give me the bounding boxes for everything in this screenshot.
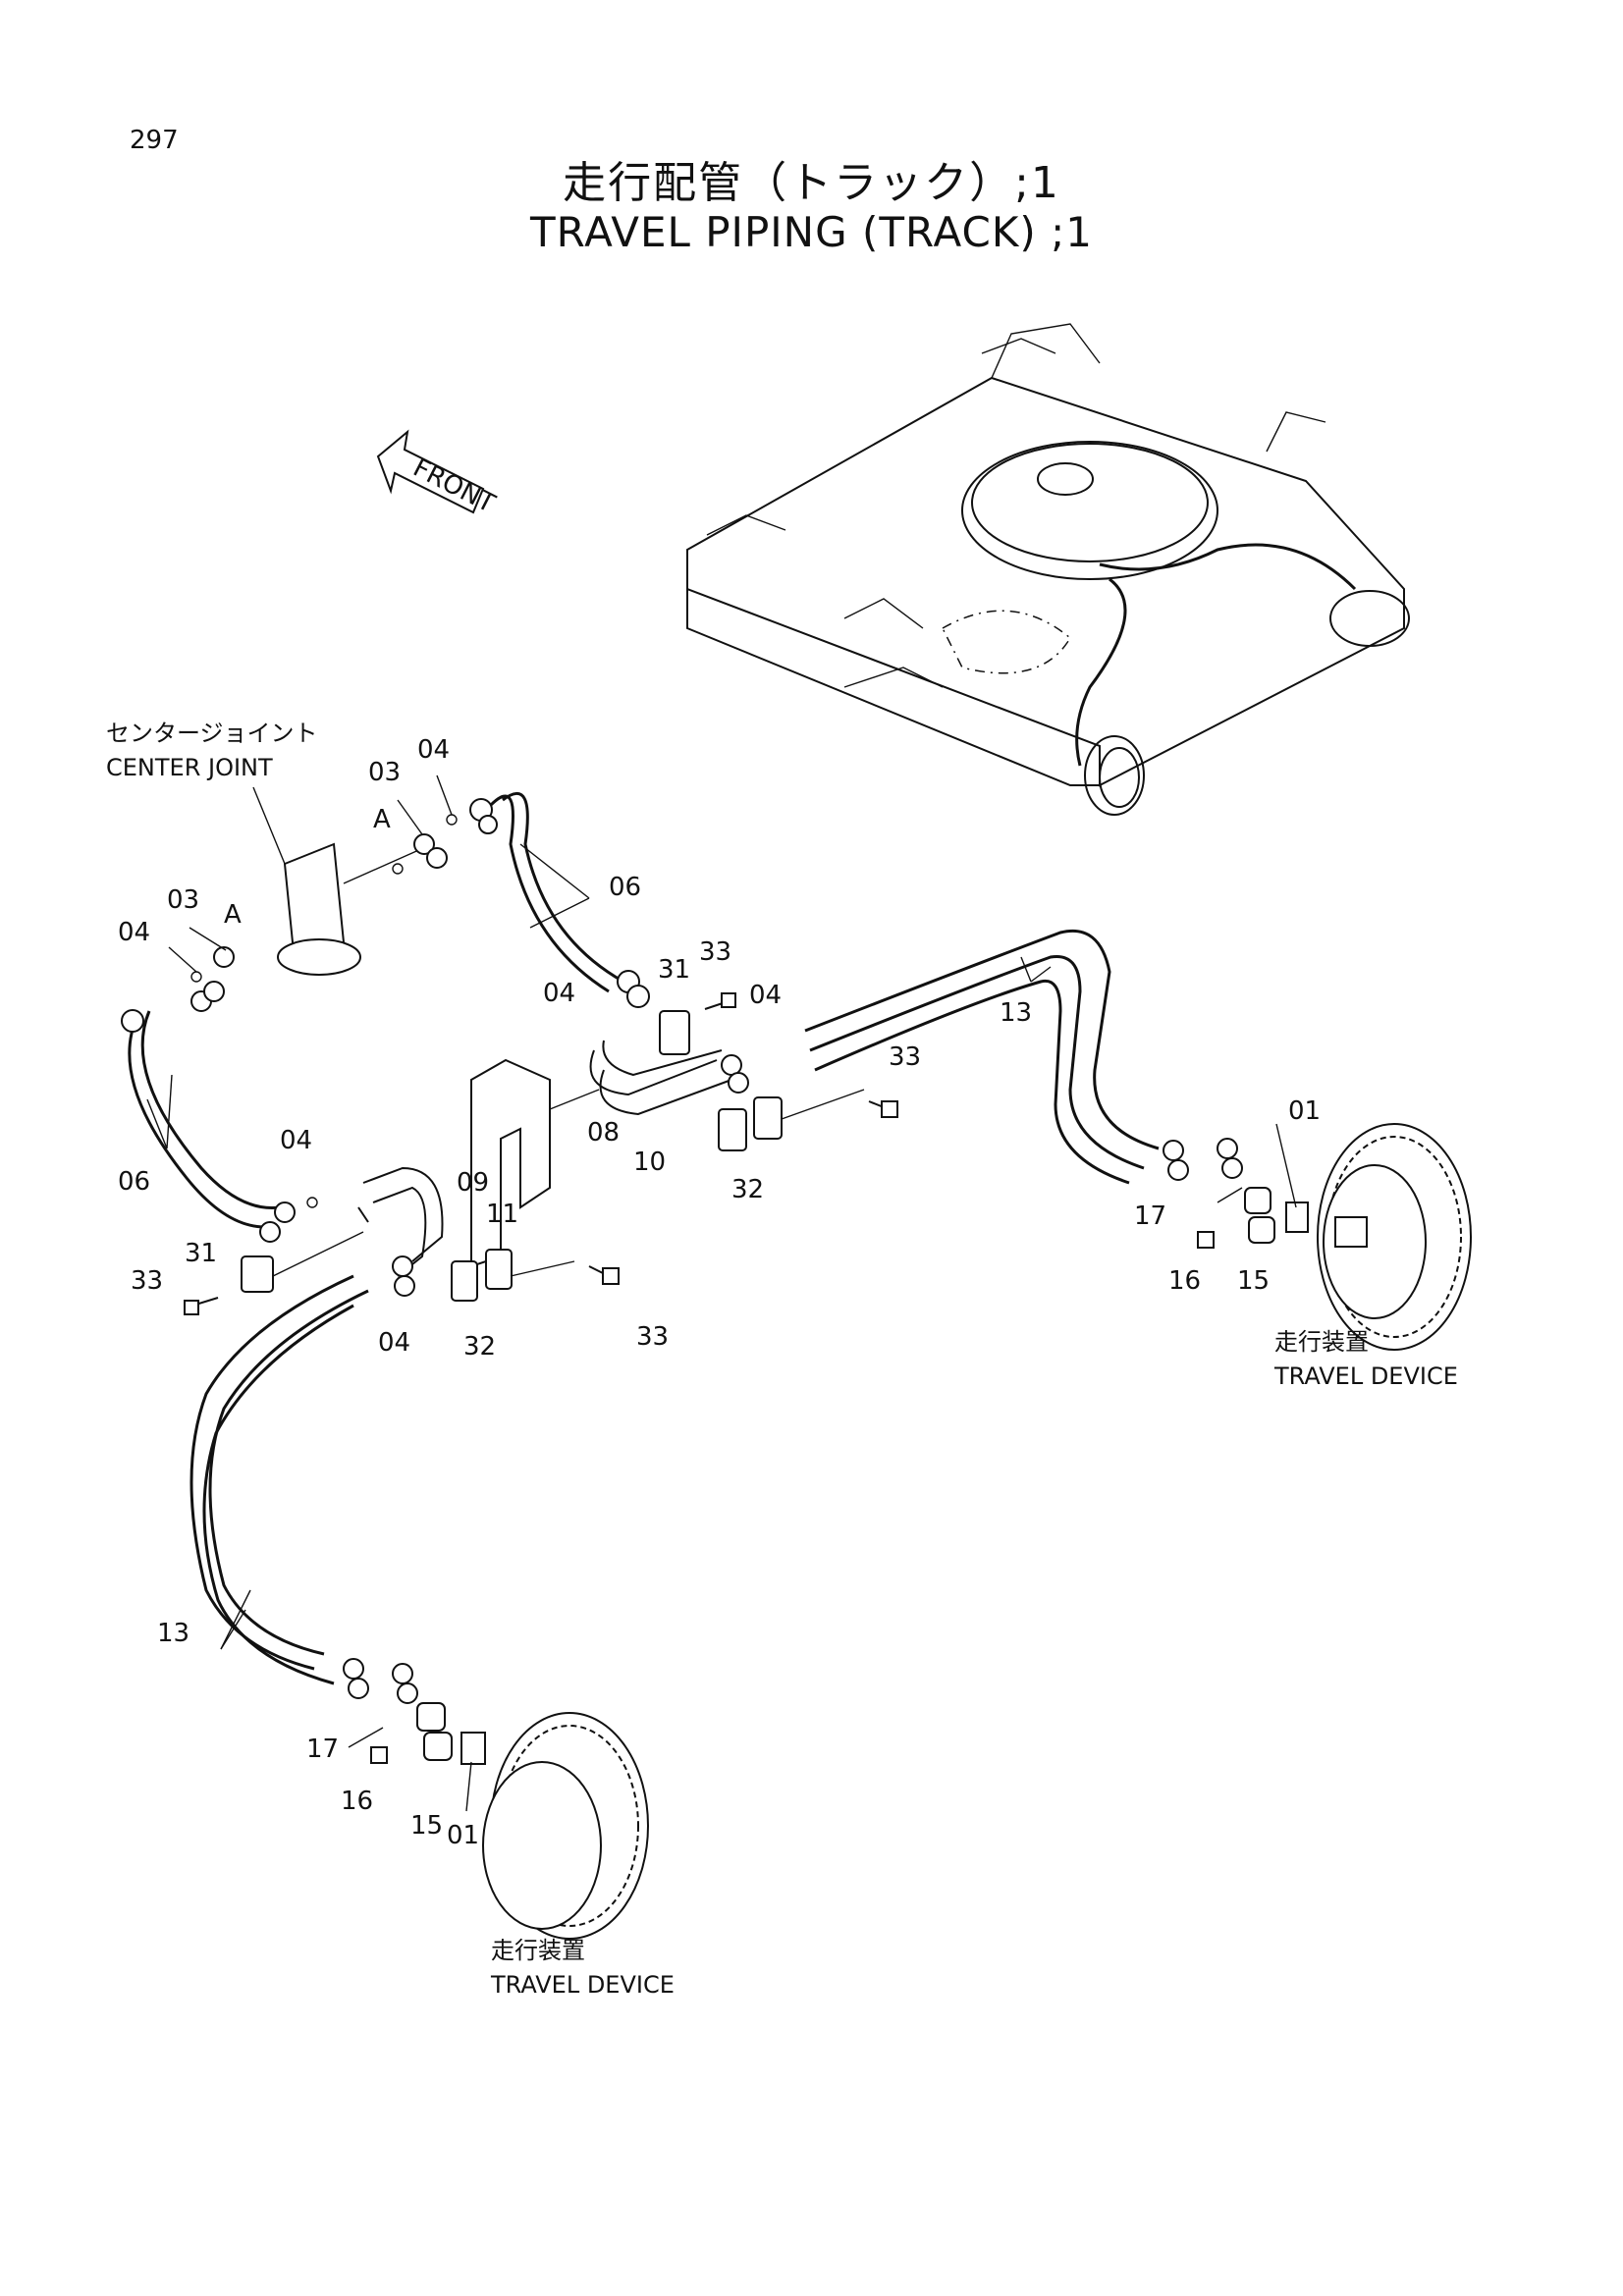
steel-pipes-09-11 [357,1166,444,1297]
callout: 03 [167,885,199,915]
callout: 04 [543,979,575,1008]
callout: 15 [410,1811,443,1841]
track-frame-drawing [686,323,1410,816]
travel-device-left-caption-en: TRAVEL DEVICE [490,1971,675,1999]
callout: 32 [463,1332,496,1362]
callouts: 04 03 A 03 A 04 06 33 31 04 04 13 33 08 … [118,735,1321,1850]
title-english: TRAVEL PIPING (TRACK) ;1 [530,208,1093,256]
bracket-plate [470,1058,600,1268]
hose-06-upper [392,792,650,1008]
callout: 17 [1134,1201,1166,1231]
callout: A [373,805,391,834]
callout: 04 [749,981,782,1010]
callout: 16 [341,1787,373,1816]
front-arrow-label: FRONT [408,454,500,519]
leader-lines [146,774,1297,1812]
callout: 31 [658,955,690,985]
callout: 15 [1237,1266,1270,1296]
hose-06-left [121,946,318,1243]
callout: 06 [118,1167,150,1197]
center-joint [252,786,433,976]
page-number: 297 [130,126,179,155]
callout: 17 [306,1735,339,1764]
callout: 10 [633,1148,666,1177]
callout: 03 [368,758,401,787]
callout: 09 [457,1168,489,1198]
hose-13-left [189,1274,418,1704]
hose-13-right [804,929,1243,1185]
travel-device-right-caption-en: TRAVEL DEVICE [1273,1362,1458,1390]
callout: 13 [1000,998,1032,1028]
center-joint-caption-jp: センタージョイント [106,720,318,747]
title-japanese: 走行配管（トラック）;1 [563,158,1060,208]
clamps-and-bolts [184,992,898,1315]
callout: 31 [185,1239,217,1268]
callout: 04 [417,735,450,765]
callout: A [224,900,242,930]
travel-device-right-caption-jp: 走行装置 [1274,1328,1369,1356]
travel-device-left-caption-jp: 走行装置 [491,1937,585,1964]
travel-device-left [370,1702,649,1940]
callout: 33 [889,1042,921,1072]
callout: 04 [118,918,150,947]
callout: 16 [1168,1266,1201,1296]
travel-device-right [1197,1123,1472,1351]
callout: 04 [378,1328,410,1358]
callout: 33 [699,937,731,967]
callout: 32 [731,1175,764,1204]
callout: 11 [486,1200,518,1229]
callout: 08 [587,1118,620,1148]
steel-pipes-08-10 [589,1040,749,1116]
callout: 06 [609,873,641,902]
callout: 01 [447,1821,479,1850]
callout: 13 [157,1619,189,1648]
callout: 01 [1288,1096,1321,1126]
callout: 33 [131,1266,163,1296]
center-joint-caption-en: CENTER JOINT [106,754,273,781]
callout: 04 [280,1126,312,1155]
callout: 33 [636,1322,669,1352]
front-arrow: FRONT [376,429,500,519]
